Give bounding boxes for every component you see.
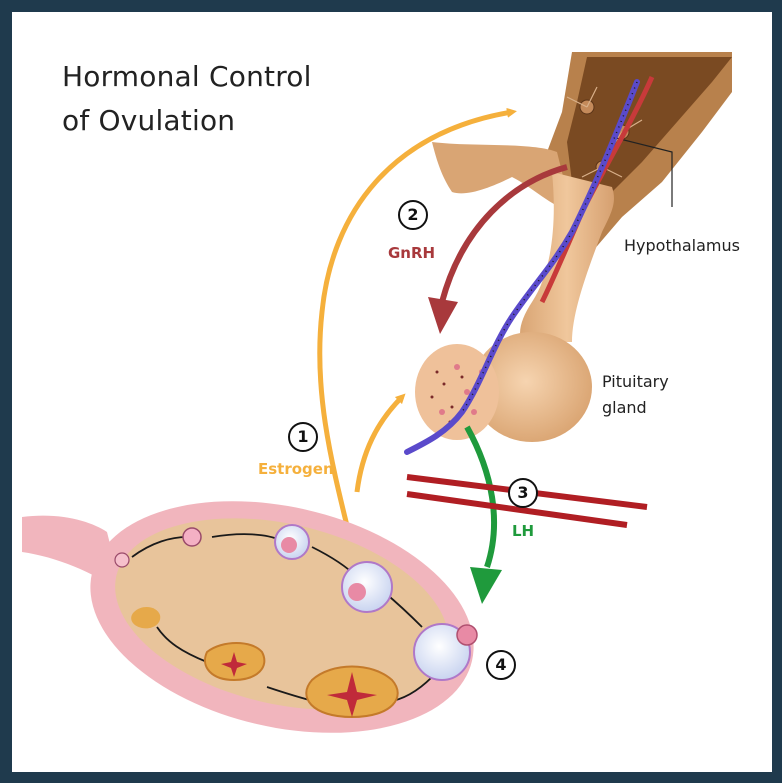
- diagram-title-line-1: Hormonal Control: [62, 60, 312, 93]
- lh-arrow: [467, 427, 494, 567]
- step-1-badge: 1: [288, 422, 318, 452]
- diagram-title-line-2: of Ovulation: [62, 104, 235, 137]
- gnrh-label: GnRH: [388, 244, 435, 262]
- step-3-badge: 3: [508, 478, 538, 508]
- pituitary-label-line-2: gland: [602, 398, 647, 417]
- pituitary-stalk: [520, 172, 614, 342]
- step-2-badge: 2: [398, 200, 428, 230]
- estrogen-label: Estrogen: [258, 460, 334, 478]
- step-4-badge: 4: [486, 650, 516, 680]
- pituitary-gland: [415, 332, 592, 442]
- pituitary-label-line-1: Pituitary: [602, 372, 669, 391]
- lh-label: LH: [512, 522, 534, 540]
- estrogen-arrow-pituitary: [357, 397, 402, 492]
- hypothalamus-label: Hypothalamus: [624, 236, 740, 255]
- diagram-frame: Hormonal Control of Ovulation Hypothalam…: [12, 12, 772, 772]
- ovary: [22, 466, 497, 768]
